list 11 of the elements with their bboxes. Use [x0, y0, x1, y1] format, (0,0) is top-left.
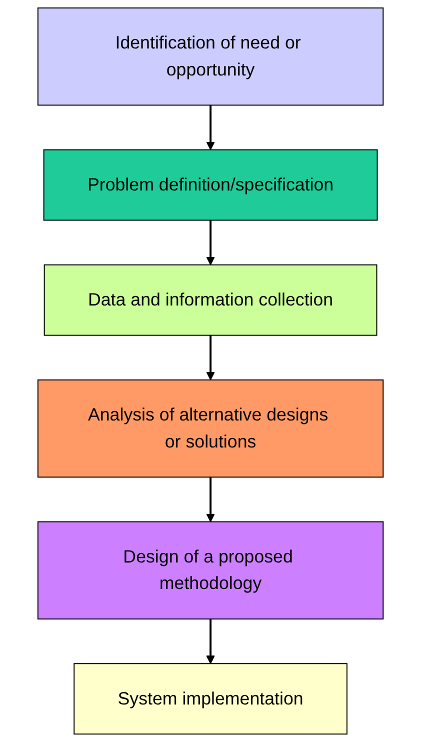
arrow	[206, 335, 216, 380]
arrow	[206, 618, 216, 664]
node-box: System implementation	[74, 663, 348, 735]
node-box: Identification of need or opportunity	[38, 7, 384, 106]
arrow	[206, 477, 216, 522]
node-box: Problem definition/specification	[44, 149, 378, 221]
node-box: Data and information collection	[44, 264, 378, 336]
node-box: Design of a proposed methodology	[38, 521, 384, 620]
arrow	[206, 105, 216, 150]
arrow	[206, 220, 216, 266]
node-box: Analysis of alternative designs or solutions	[38, 379, 384, 478]
